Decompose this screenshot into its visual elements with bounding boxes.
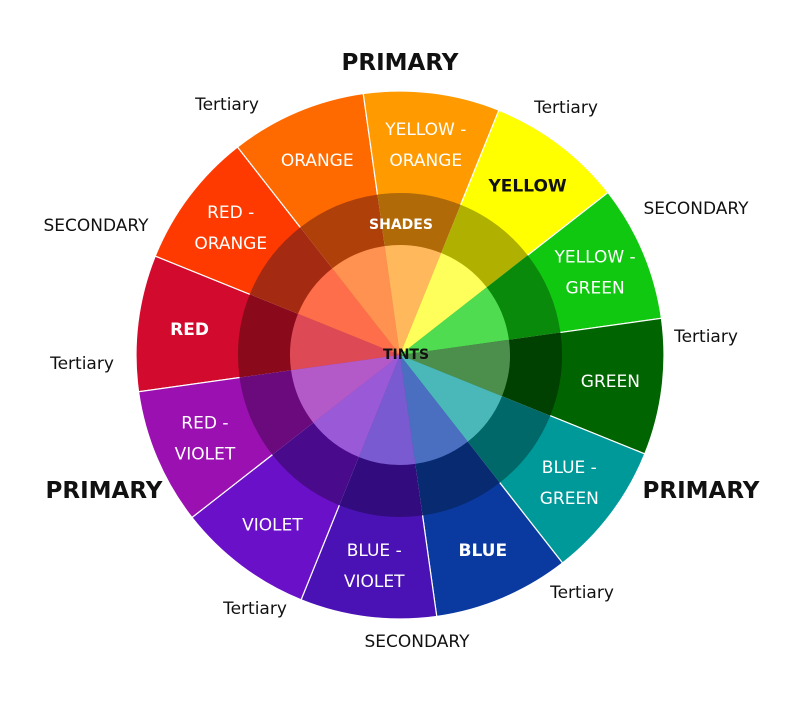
tints-label: TINTS [383, 347, 429, 363]
tint-blue [400, 355, 468, 464]
outer-label-primary-right: PRIMARY [643, 478, 760, 504]
label-blue-green: BLUE - GREEN [540, 458, 599, 509]
label-blue-violet: BLUE - VIOLET [344, 541, 405, 592]
tint-blue-green [400, 355, 502, 442]
label-line: BLUE - [542, 458, 597, 478]
label-line: RED - [181, 413, 228, 433]
outer-label-primary-top: PRIMARY [342, 50, 459, 76]
label-line: ORANGE [389, 151, 462, 171]
label-line: ORANGE [281, 151, 354, 171]
label-line: YELLOW - [553, 248, 635, 268]
tint-yellow-green [400, 287, 509, 355]
outer-label-primary-left: PRIMARY [46, 478, 163, 504]
label-line: GREEN [540, 489, 599, 509]
label-blue: BLUE [458, 541, 507, 561]
label-yellow-green: YELLOW - GREEN [553, 248, 635, 299]
outer-label-tertiary-top-left: Tertiary [194, 95, 259, 115]
shades-label: SHADES [369, 217, 433, 233]
tint-orange [332, 246, 400, 355]
label-line: VIOLET [344, 572, 405, 592]
label-line: BLUE [458, 541, 507, 561]
label-line: YELLOW - [384, 120, 466, 140]
tint-yellow-orange [384, 244, 442, 355]
label-red-orange: RED - ORANGE [194, 203, 267, 254]
label-line: RED - [207, 203, 254, 223]
label-line: GREEN [581, 372, 640, 392]
tint-disc [289, 244, 511, 466]
outer-label-tertiary-right: Tertiary [673, 327, 738, 347]
tint-green [400, 339, 511, 397]
label-green: GREEN [581, 372, 640, 392]
tint-red-violet [291, 355, 400, 423]
label-line: GREEN [566, 279, 625, 299]
outer-label-tertiary-top-right: Tertiary [533, 98, 598, 118]
outer-label-secondary-right: SECONDARY [643, 199, 749, 219]
label-line: ORANGE [194, 234, 267, 254]
outer-label-tertiary-bottom-left: Tertiary [222, 599, 287, 619]
outer-label-secondary-bottom: SECONDARY [364, 632, 470, 652]
outer-label-tertiary-bottom-right: Tertiary [549, 583, 614, 603]
label-line: BLUE - [347, 541, 402, 561]
label-red: RED [170, 320, 209, 340]
outer-label-tertiary-left: Tertiary [49, 354, 114, 374]
tint-red-orange [298, 268, 400, 355]
label-line: VIOLET [242, 515, 303, 535]
tint-blue-violet [358, 355, 416, 466]
label-yellow-orange: YELLOW - ORANGE [384, 120, 466, 171]
tint-violet [313, 355, 400, 457]
label-yellow: YELLOW [488, 177, 567, 197]
label-line: RED [170, 320, 209, 340]
tint-yellow [400, 253, 487, 355]
tint-red [289, 313, 400, 371]
label-orange: ORANGE [281, 151, 354, 171]
label-red-violet: RED - VIOLET [175, 413, 236, 464]
label-line: VIOLET [175, 444, 236, 464]
label-violet: VIOLET [242, 515, 303, 535]
outer-label-secondary-left: SECONDARY [43, 216, 149, 236]
label-line: YELLOW [488, 177, 567, 197]
